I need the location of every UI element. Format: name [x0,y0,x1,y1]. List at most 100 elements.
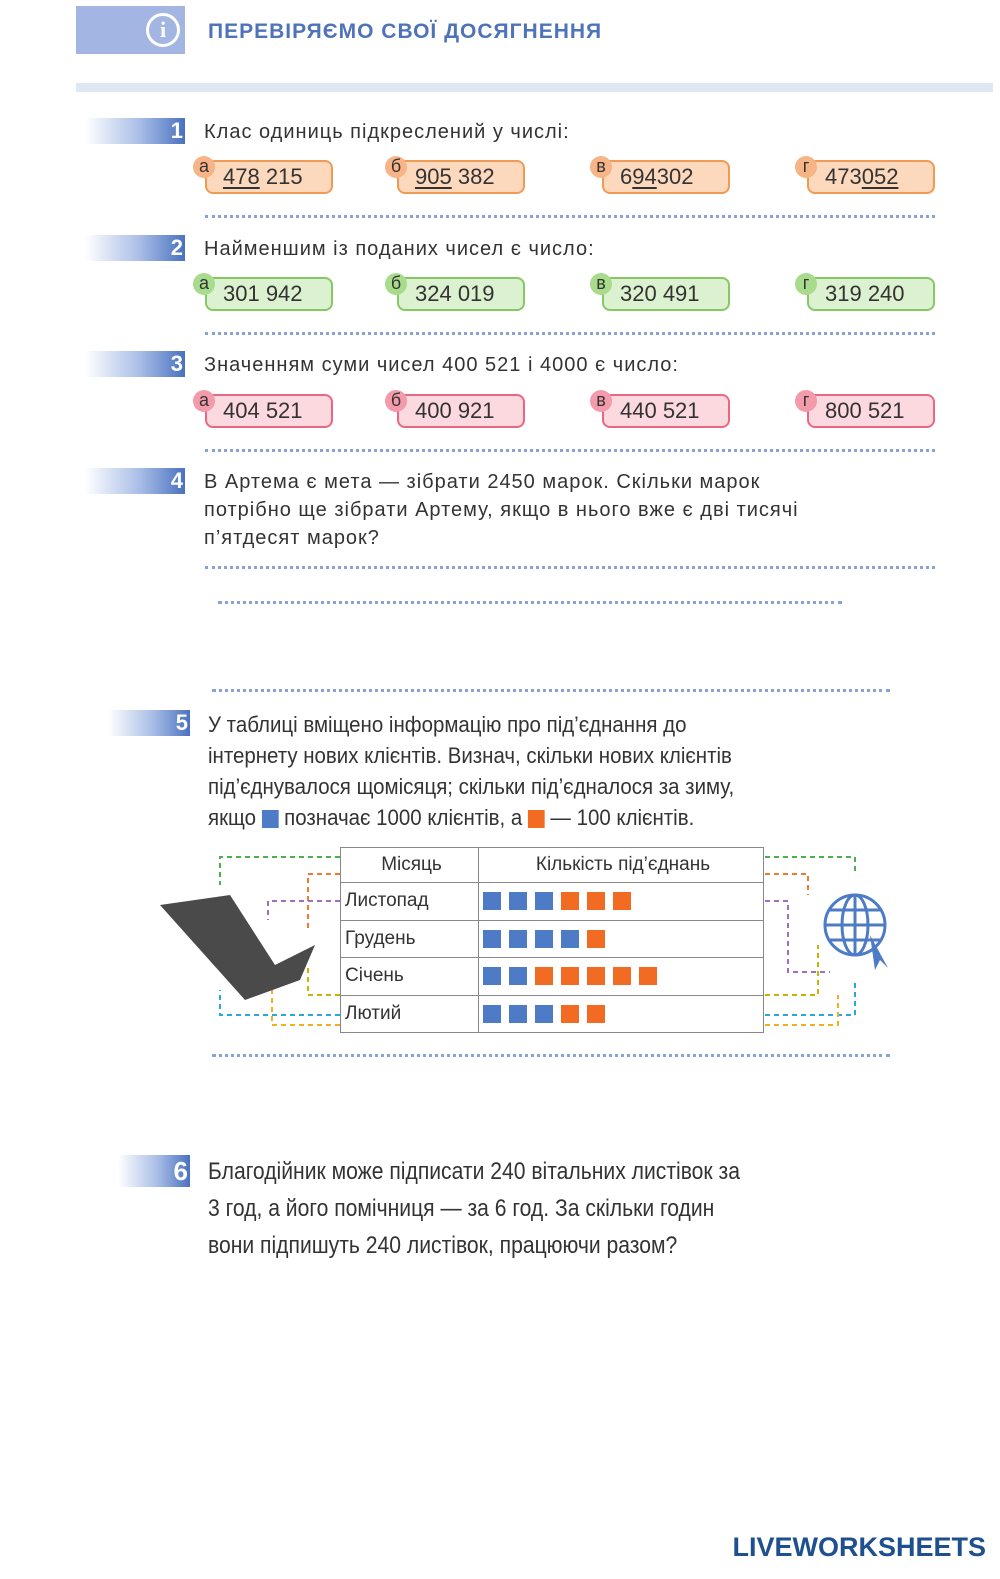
thousand-square [509,892,527,911]
question-number: 2 [85,235,185,261]
table-row: Лютий [340,994,764,1033]
question-text: Благодійник може підписати 240 вітальних… [208,1153,824,1264]
hundred-square [587,929,605,948]
option-letter: г [795,273,817,295]
question-number: 5 [108,710,190,736]
thousand-square [535,929,553,948]
thousand-square [483,892,501,911]
question-number: 6 [118,1155,190,1187]
thousand-square [509,1004,527,1023]
text-line: потрібно ще зібрати Артему, якщо в нього… [204,499,799,521]
network-decoration [160,856,888,1026]
thousand-square [535,1004,553,1023]
answer-line[interactable] [205,449,935,452]
month-cell: Січень [340,957,479,996]
text: позначає 1000 клієнтів, а [284,805,523,830]
text-line: інтернету нових клієнтів. Визнач, скільк… [208,743,732,768]
option-value: 319 240 [825,281,905,306]
hundred-square [561,967,579,986]
option-letter: в [590,156,612,178]
text-line: якщо позначає 1000 клієнтів, а — 100 клі… [208,802,734,833]
text-line: 3 год, а його помічниця — за 6 год. За с… [208,1195,715,1222]
underlined-digits: 478 [223,164,260,189]
underlined-digits: 94 [632,164,657,189]
answer-option[interactable]: г 473052 [795,156,935,194]
liveworksheets-logo: LIVEWORKSHEETS [732,1532,986,1562]
page-title: ПЕРЕВІРЯЄМО СВОЇ ДОСЯГНЕННЯ [208,20,603,43]
thousand-square [509,967,527,986]
hundred-square [561,892,579,911]
thousand-square [483,1004,501,1023]
question-text: У таблиці вміщено інформацію про під’єдн… [208,709,734,833]
hundred-square [613,967,631,986]
orange-square-icon [527,810,545,829]
option-letter: а [193,273,215,295]
option-value: 301 942 [223,281,303,306]
answer-option[interactable]: а 404 521 [193,390,333,428]
answer-line[interactable] [218,601,842,604]
globe-icon [823,893,887,957]
digits: 6 [620,164,633,189]
thousand-square [509,929,527,948]
info-icon: i [146,13,180,47]
blue-square-icon [261,810,279,829]
count-cell [478,994,764,1033]
hundred-square [587,1004,605,1023]
month-cell: Лютий [340,994,479,1033]
text-line: В Артема є мета — зібрати 2450 марок. Ск… [204,471,761,493]
answer-line[interactable] [205,215,935,218]
laptop-icon [160,895,315,1000]
text: якщо [208,805,257,830]
hundred-square [561,1004,579,1023]
underlined-digits: 052 [861,164,899,189]
text-line: п’ятдесят марок? [204,527,380,549]
answer-line[interactable] [212,1054,890,1057]
digits: 473 [825,164,862,189]
option-value: 404 521 [223,398,303,423]
thousand-square [483,967,501,986]
option-letter: а [193,390,215,412]
option-value: 400 921 [415,398,495,423]
question-text: В Артема є мета — зібрати 2450 марок. Ск… [204,468,799,552]
answer-option[interactable]: г 319 240 [795,273,935,311]
text-line: У таблиці вміщено інформацію про під’єдн… [208,712,687,737]
month-cell: Листопад [340,882,479,921]
question-text: Найменшим із поданих чисел є число: [204,238,595,260]
answer-option[interactable]: а 301 942 [193,273,333,311]
text: — 100 клієнтів. [550,805,695,830]
text-line: під’єднувалося щомісяця; скільки під’єдн… [208,774,735,799]
divider [76,83,993,92]
thousand-square [535,892,553,911]
answer-line[interactable] [212,689,890,692]
column-header: Місяць [340,847,479,883]
answer-line[interactable] [205,566,935,569]
hundred-square [587,892,605,911]
answer-line[interactable] [205,332,935,335]
option-value: 324 019 [415,281,495,306]
hundred-square [535,967,553,986]
count-cell [478,882,764,921]
thousand-square [561,929,579,948]
digits: 302 [656,164,694,189]
table-row: Грудень [340,919,764,958]
question-number: 1 [85,118,185,144]
option-letter: б [385,156,407,178]
table-row: Січень [340,957,764,996]
count-cell [478,919,764,958]
thousand-square [483,929,501,948]
option-value: 800 521 [825,398,905,423]
column-header: Кількість під’єднань [478,847,764,883]
option-letter: г [795,156,817,178]
month-cell: Грудень [340,919,479,958]
underlined-digits: 905 [415,164,452,189]
option-value: 440 521 [620,398,700,423]
